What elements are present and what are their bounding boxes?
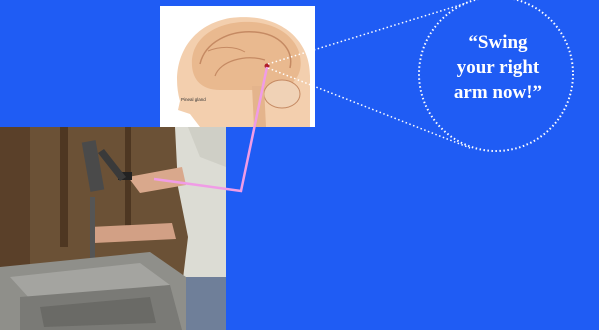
speech-line-3: arm now!” [432,80,564,105]
speech-line-1: “Swing [432,30,564,55]
speech-line-2: your right [432,55,564,80]
nerve-signal-line [154,67,267,191]
speech-bubble-text: “Swing your right arm now!” [432,30,564,105]
